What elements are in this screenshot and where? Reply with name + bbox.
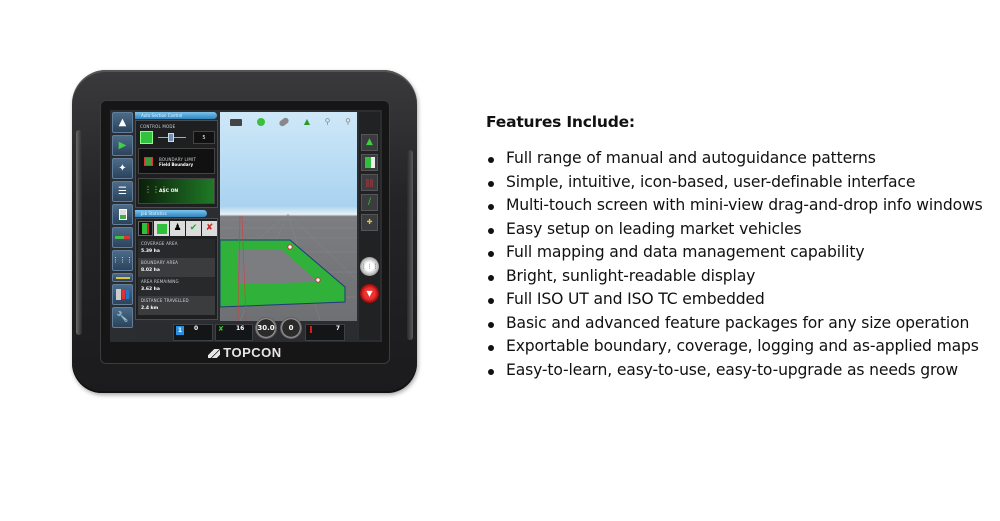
- control-mode-slider-handle[interactable]: [168, 133, 174, 142]
- tab-guidance[interactable]: ✔: [186, 221, 201, 236]
- boundary-limit-value: Field Boundary: [159, 162, 194, 167]
- status-bar: 1 0 ✘ 16 30.0 0 7: [135, 317, 357, 342]
- zoom-out-icon[interactable]: ⚲: [345, 117, 351, 126]
- field-icon[interactable]: ▲: [361, 134, 378, 151]
- sections-icon[interactable]: ‖‖: [361, 174, 378, 191]
- asc-toggle-button[interactable]: ⋮⋮⋮ ASC ON: [138, 178, 215, 204]
- boundary-limit-label: BOUNDARY LIMIT: [159, 157, 197, 162]
- speed-gauge[interactable]: 30.0: [255, 317, 277, 339]
- guidance-arrow-icon[interactable]: ▶: [112, 135, 133, 156]
- implement-icon[interactable]: [112, 204, 133, 225]
- feature-item: Basic and advanced feature packages for …: [486, 312, 986, 336]
- control-mode-label: CONTROL MODE: [140, 124, 176, 129]
- right-sidebar: ▲ ‖‖ ∕ ✚ ⋮⋮⋮ ▼: [359, 112, 380, 340]
- satellite-count: 16: [236, 325, 245, 332]
- field-map-view[interactable]: ▲ ⚲ ⚲: [220, 112, 357, 321]
- right-status-value: 7: [335, 325, 340, 332]
- tab-boundary[interactable]: [154, 221, 169, 236]
- topcon-logo-icon: [208, 349, 221, 358]
- device-bezel: ▲ ▶ ✦ ☰ ⋮⋮⋮ 🔧 Auto Section Control CONTR…: [100, 100, 390, 364]
- right-status-box[interactable]: 7: [305, 324, 345, 341]
- job-statistics-panel: ♟ ✔ ✘ COVERAGE AREA 5.39 ha BOUNDARY ARE…: [135, 218, 218, 320]
- device-screen: ▲ ▶ ✦ ☰ ⋮⋮⋮ 🔧 Auto Section Control CONTR…: [110, 110, 382, 342]
- boundary-limit-button[interactable]: BOUNDARY LIMIT Field Boundary: [138, 148, 215, 174]
- features-title: Features Include:: [486, 113, 635, 131]
- steering-engage-button[interactable]: ⋮⋮⋮: [360, 257, 379, 276]
- asc-status: ASC ON: [159, 189, 179, 194]
- boundary-icon: [144, 157, 153, 166]
- stat-row: BOUNDARY AREA 8.02 ha: [138, 258, 215, 277]
- stat-row: DISTANCE TRAVELLED 2.4 km: [138, 296, 215, 315]
- marker-icon[interactable]: ✚: [361, 214, 378, 231]
- section-control-header[interactable]: Auto Section Control: [135, 112, 217, 119]
- tab-operator[interactable]: ♟: [170, 221, 185, 236]
- map-toolbar: ▲ ⚲ ⚲: [230, 116, 351, 128]
- gps-status-icon[interactable]: [230, 118, 242, 126]
- feature-item: Multi-touch screen with mini-view drag-a…: [486, 194, 986, 218]
- feature-item: Bright, sunlight-readable display: [486, 265, 986, 289]
- field-coverage-graphic: [220, 213, 357, 321]
- brand-logo: TOPCON: [101, 345, 389, 360]
- section-number: 1: [176, 326, 184, 335]
- satellite-status-icon: ✘: [218, 325, 224, 333]
- topcon-logo-icon[interactable]: ▲: [112, 112, 133, 133]
- line-icon[interactable]: ∕: [361, 194, 378, 211]
- control-mode-icon[interactable]: [140, 131, 153, 144]
- feature-item: Full range of manual and autoguidance pa…: [486, 147, 986, 171]
- feature-item: Full mapping and data management capabil…: [486, 241, 986, 265]
- feature-item: Easy-to-learn, easy-to-use, easy-to-upgr…: [486, 359, 986, 383]
- section-bar-icon[interactable]: [112, 227, 133, 248]
- feature-item: Easy setup on leading market vehicles: [486, 218, 986, 242]
- section-control-panel: CONTROL MODE 5 BOUNDARY LIMIT Field Boun…: [135, 120, 218, 208]
- tab-coverage[interactable]: [138, 221, 153, 236]
- stat-row: COVERAGE AREA 5.39 ha: [138, 239, 215, 258]
- right-status-bar-icon: [310, 326, 312, 333]
- feature-item: Exportable boundary, coverage, logging a…: [486, 335, 986, 359]
- feature-item: Full ISO UT and ISO TC embedded: [486, 288, 986, 312]
- list-settings-icon[interactable]: ☰: [112, 181, 133, 202]
- satellite-icon[interactable]: ✦: [112, 158, 133, 179]
- stats-list: COVERAGE AREA 5.39 ha BOUNDARY AREA 8.02…: [138, 239, 215, 315]
- offset-gauge[interactable]: 0: [280, 317, 302, 339]
- features-list: Full range of manual and autoguidance pa…: [486, 147, 986, 382]
- tank-icon[interactable]: [112, 284, 133, 305]
- feature-item: Simple, intuitive, icon-based, user-defi…: [486, 171, 986, 195]
- control-mode-value[interactable]: 5: [193, 131, 215, 144]
- topcon-display-device: ▲ ▶ ✦ ☰ ⋮⋮⋮ 🔧 Auto Section Control CONTR…: [72, 70, 417, 393]
- zoom-in-icon[interactable]: ⚲: [324, 117, 331, 126]
- emergency-stop-button[interactable]: ▼: [360, 284, 379, 303]
- satellite-status-box[interactable]: ✘ 16: [215, 324, 253, 341]
- tab-applied[interactable]: ✘: [202, 221, 217, 236]
- left-sidebar: ▲ ▶ ✦ ☰ ⋮⋮⋮ 🔧: [112, 112, 133, 340]
- perspective-icon[interactable]: ▲: [303, 117, 311, 126]
- wrench-icon[interactable]: 🔧: [112, 307, 133, 328]
- boom-icon[interactable]: [112, 273, 133, 282]
- job-statistics-header[interactable]: Job Statistics: [135, 210, 207, 217]
- status-dot-icon[interactable]: [256, 118, 265, 126]
- section-value: 0: [194, 325, 199, 332]
- stats-tabs: ♟ ✔ ✘: [138, 221, 217, 236]
- grid-dots-icon[interactable]: ⋮⋮⋮: [112, 250, 133, 271]
- section-status-box[interactable]: 1 0: [173, 324, 213, 341]
- stat-row: AREA REMAINING 3.62 ha: [138, 277, 215, 296]
- coverage-icon[interactable]: [361, 154, 378, 171]
- features-section: Features Include: Full range of manual a…: [486, 113, 986, 382]
- asc-icon: ⋮⋮⋮: [144, 185, 168, 194]
